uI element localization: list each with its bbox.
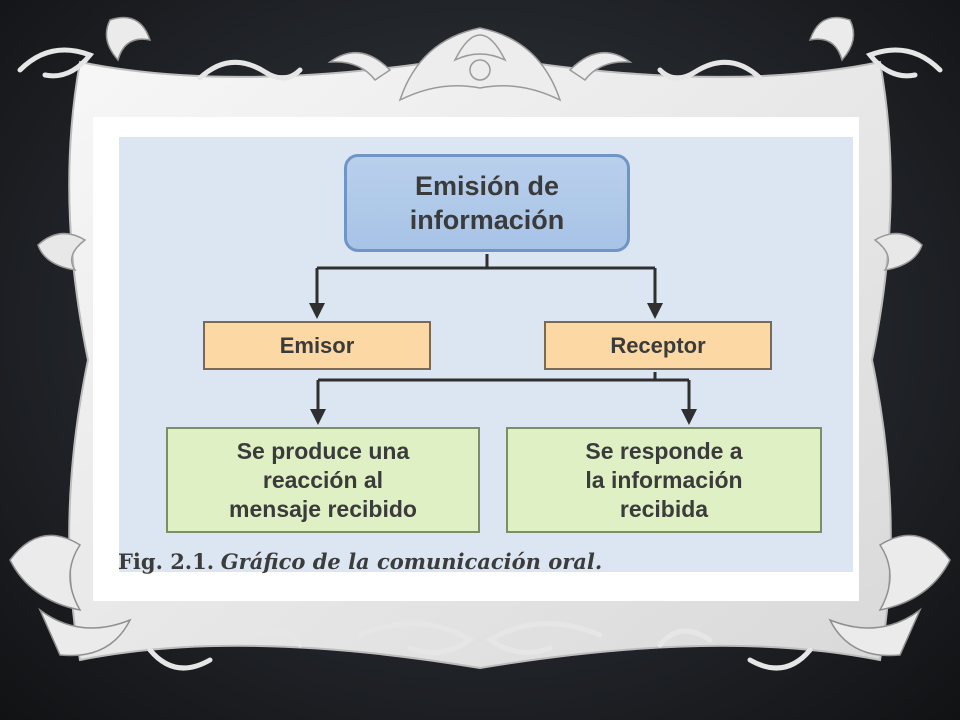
node-responde: Se responde a la información recibida xyxy=(506,427,822,533)
top-scroll-ornaments xyxy=(17,47,943,81)
node-emision-de-informacion: Emisión de información xyxy=(344,154,630,252)
node-reaccion: Se produce una reacción al mensaje recib… xyxy=(166,427,480,533)
figure-caption: Fig. 2.1. Gráfico de la comunicación ora… xyxy=(118,549,838,579)
bottom-scroll-ornaments xyxy=(147,621,813,671)
arrowhead-receptor xyxy=(647,303,663,319)
node-receptor: Receptor xyxy=(544,321,772,370)
arrowhead-emisor xyxy=(309,303,325,319)
caption-text: Gráfico de la comunicación oral. xyxy=(220,549,603,574)
side-ornaments xyxy=(37,232,923,272)
diagram-image: Emisión de información Emisor Receptor S… xyxy=(93,117,859,601)
connector-lines xyxy=(309,254,697,425)
node-emisor: Emisor xyxy=(203,321,431,370)
top-crest-ornament xyxy=(327,27,633,102)
corner-ornaments xyxy=(9,16,951,657)
caption-label: Fig. 2.1. xyxy=(118,549,215,574)
arrowhead-responde xyxy=(681,409,697,425)
arrowhead-reaccion xyxy=(310,409,326,425)
